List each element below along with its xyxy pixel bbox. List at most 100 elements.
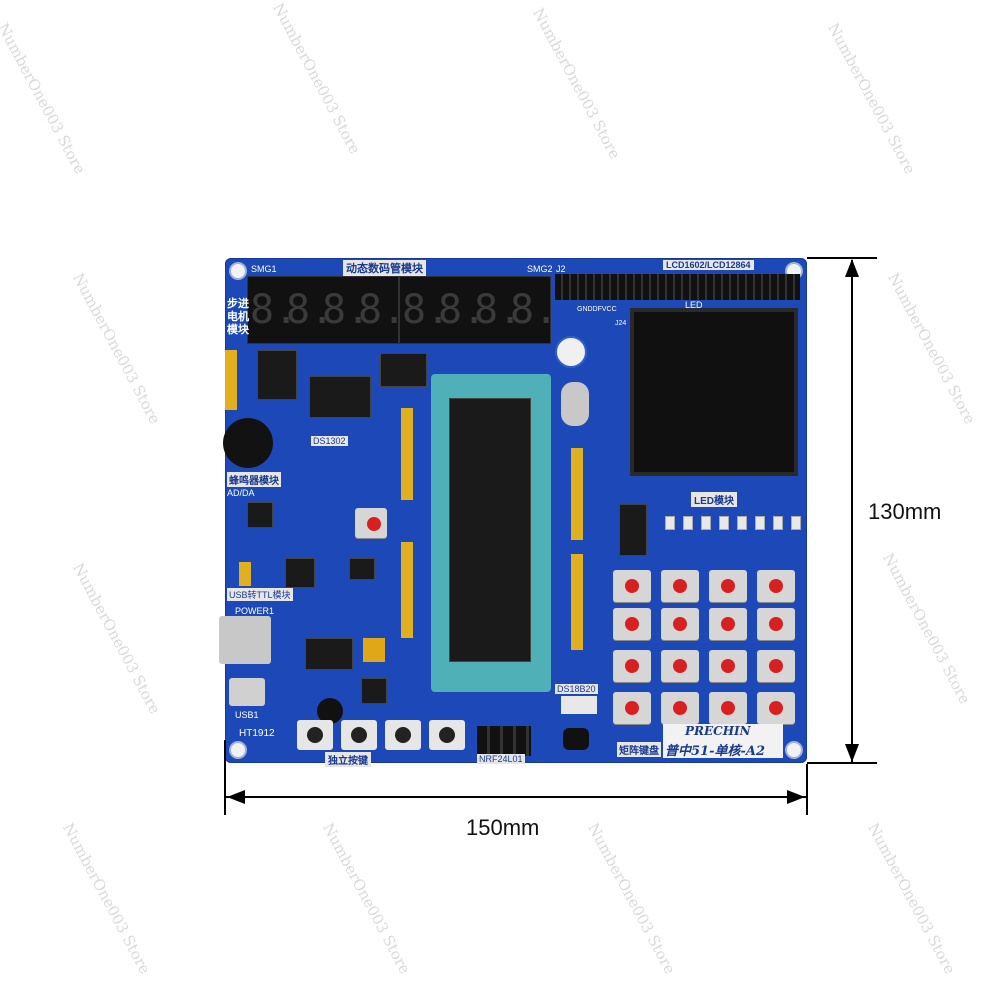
matrix-key-s11[interactable] (709, 650, 747, 682)
mcu-chip (449, 398, 531, 662)
reset-button[interactable] (355, 508, 387, 538)
ht-label: HT1912 (239, 728, 275, 739)
independent-key-k2[interactable] (341, 720, 377, 750)
watermark: NumberOne003 Store (59, 820, 155, 978)
led-d7 (773, 516, 783, 530)
led-d3 (701, 516, 711, 530)
brand-name: PRECHIN (685, 724, 751, 738)
matrix-key-s8[interactable] (757, 608, 795, 640)
mount-hole (785, 741, 803, 759)
pin-header-p1 (571, 554, 583, 650)
adda-label: AD/DA (227, 488, 255, 498)
matrix-key-s16[interactable] (757, 692, 795, 724)
matrix-label: 矩阵键盘 (617, 742, 661, 757)
ds18b20-label: DS18B20 (555, 684, 598, 694)
pin-header-p2 (401, 408, 413, 500)
matrix-key-s13[interactable] (613, 692, 651, 724)
ams1117-chip (361, 678, 387, 704)
hc138-chip (380, 353, 427, 387)
matrix-key-s12[interactable] (757, 650, 795, 682)
width-label: 150mm (466, 815, 540, 840)
digit: 8. (474, 287, 523, 333)
regulator-chip (305, 638, 353, 670)
smg2-label: SMG2 (527, 264, 553, 274)
led-module-label: LED模块 (691, 492, 737, 507)
digit: 8. (402, 287, 451, 333)
width-dimension-line (226, 796, 806, 798)
watermark: NumberOne003 Store (584, 820, 680, 978)
digit: 8. (438, 287, 487, 333)
watermark: NumberOne003 Store (69, 270, 165, 428)
matrix-key-s1[interactable] (613, 570, 651, 602)
independent-key-k3[interactable] (385, 720, 421, 750)
matrix-key-s5[interactable] (613, 608, 651, 640)
independent-key-k4[interactable] (429, 720, 465, 750)
lcd-header (555, 274, 800, 300)
usb-ttl-label: USB转TTL模块 (227, 588, 293, 601)
buzzer (223, 418, 273, 468)
watermark: NumberOne003 Store (69, 560, 165, 718)
ir-receiver (563, 728, 589, 750)
pin-header-p0 (401, 542, 413, 638)
digit: 8. (286, 287, 335, 333)
matrix-key-s6[interactable] (661, 608, 699, 640)
height-arrow-down (845, 744, 859, 762)
nrf-label: NRF24L01 (477, 754, 525, 764)
digit: 8. (510, 287, 559, 333)
led-top-label: LED (685, 300, 703, 310)
matrix-key-s7[interactable] (709, 608, 747, 640)
power-label: POWER1 (235, 606, 275, 616)
j24-label: J24 (615, 320, 627, 327)
height-arrow-up (845, 259, 859, 277)
width-arrow-right (787, 790, 805, 804)
gnd-vcc-label: GNDDFVCC (577, 306, 617, 313)
matrix-key-s10[interactable] (661, 650, 699, 682)
led-d8 (791, 516, 801, 530)
j2-label: J2 (556, 264, 566, 274)
hc245-chip (619, 504, 647, 556)
power-switch[interactable] (219, 616, 271, 664)
width-extension-left (224, 740, 226, 815)
brand-plate: PRECHIN 普中51-单核-A2 (663, 724, 783, 759)
dev-board: SMG1 动态数码管模块 SMG2 J2 LCD1602/LCD12864 8.… (219, 258, 807, 767)
ch340-chip (285, 558, 315, 588)
seven-segment-display-left: 8. 8. 8. 8. (247, 276, 407, 344)
height-extension-bottom (807, 762, 877, 764)
pin-header-p3 (571, 448, 583, 540)
digit: 8. (358, 287, 407, 333)
led-d4 (719, 516, 729, 530)
seg-module-label: 动态数码管模块 (343, 260, 426, 276)
led-d1 (665, 516, 675, 530)
matrix-key-s9[interactable] (613, 650, 651, 682)
watermark: NumberOne003 Store (879, 550, 975, 708)
led-d5 (737, 516, 747, 530)
height-dimension-line (851, 260, 853, 762)
potentiometer (555, 336, 587, 368)
capacitor (317, 698, 343, 724)
crystal (561, 382, 589, 426)
smg1-label: SMG1 (251, 264, 277, 274)
matrix-key-s14[interactable] (661, 692, 699, 724)
digit: 8. (250, 287, 299, 333)
ds1302-label: DS1302 (311, 436, 348, 446)
pcf8591-chip (247, 502, 273, 528)
watermark: NumberOne003 Store (864, 820, 960, 978)
independent-key-k1[interactable] (297, 720, 333, 750)
watermark: NumberOne003 Store (0, 20, 90, 178)
width-arrow-left (227, 790, 245, 804)
micro-usb-port[interactable] (229, 678, 265, 706)
indep-keys-label: 独立按键 (325, 752, 371, 767)
stepper-pin-header (225, 350, 237, 410)
lcd-label: LCD1602/LCD12864 (663, 260, 754, 270)
matrix-key-s3[interactable] (709, 570, 747, 602)
usb-label: USB1 (235, 710, 259, 720)
matrix-key-s2[interactable] (661, 570, 699, 602)
uln2003-chip (257, 350, 297, 400)
tft-screen (630, 308, 798, 476)
matrix-key-s4[interactable] (757, 570, 795, 602)
matrix-key-s15[interactable] (709, 692, 747, 724)
mount-hole (229, 741, 247, 759)
stepper-label: 步进电机模块 (227, 298, 249, 336)
watermark: NumberOne003 Store (884, 270, 980, 428)
height-label: 130mm (868, 499, 942, 524)
